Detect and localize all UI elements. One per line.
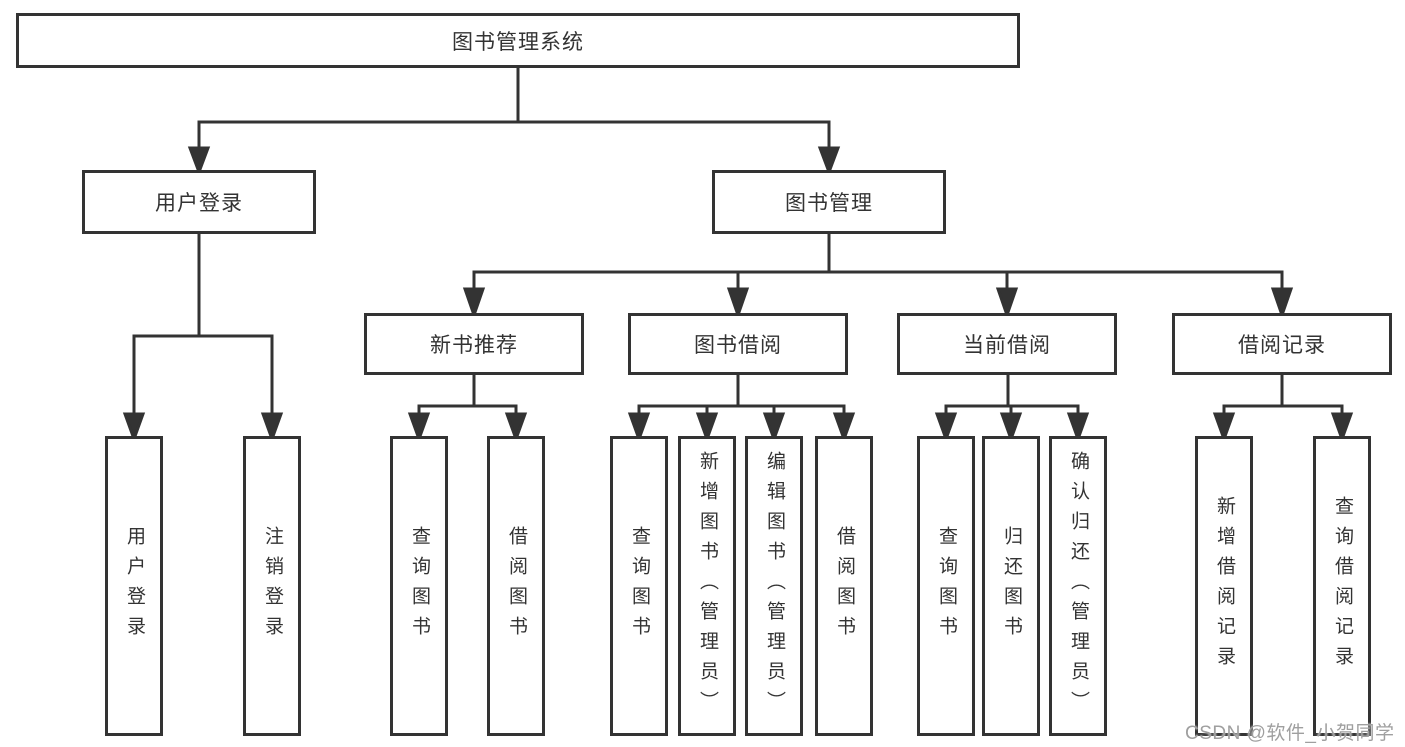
node-current-borrowing: 当前借阅 <box>897 313 1117 375</box>
arrowhead <box>1330 412 1354 444</box>
leaf-user-login: 用户登录 <box>105 436 163 736</box>
edges-user-login <box>122 232 284 444</box>
arrowhead <box>1270 287 1294 320</box>
edges-current-borrowing <box>934 373 1090 444</box>
edges-new-book-recommendation <box>407 373 528 444</box>
arrowhead <box>999 412 1023 444</box>
arrowhead <box>407 412 431 444</box>
node-book-management: 图书管理 <box>712 170 946 234</box>
arrowhead <box>260 412 284 444</box>
arrowhead <box>995 287 1019 320</box>
leaf-borrow-books-borrowing: 借阅图书 <box>815 436 873 736</box>
node-library-system: 图书管理系统 <box>16 13 1020 68</box>
edges-borrowing-records <box>1212 373 1354 444</box>
node-user-login: 用户登录 <box>82 170 316 234</box>
arrowhead <box>504 412 528 444</box>
arrowhead <box>762 412 786 444</box>
node-new-book-recommendation: 新书推荐 <box>364 313 584 375</box>
edges-root <box>187 66 841 177</box>
arrowhead <box>817 146 841 177</box>
leaf-logout: 注销登录 <box>243 436 301 736</box>
leaf-add-book-admin: 新增图书（管理员） <box>678 436 736 736</box>
watermark: CSDN @软件_小贺同学 <box>1185 723 1395 744</box>
arrowhead <box>462 287 486 320</box>
edges-book-borrowing <box>627 373 856 444</box>
node-book-borrowing: 图书借阅 <box>628 313 848 375</box>
node-borrowing-records: 借阅记录 <box>1172 313 1392 375</box>
leaf-query-books-borrowing: 查询图书 <box>610 436 668 736</box>
arrowhead <box>187 146 211 177</box>
arrowhead <box>726 287 750 320</box>
leaf-edit-book-admin: 编辑图书（管理员） <box>745 436 803 736</box>
leaf-confirm-return-admin: 确认归还（管理员） <box>1049 436 1107 736</box>
leaf-query-books-current: 查询图书 <box>917 436 975 736</box>
arrowhead <box>695 412 719 444</box>
arrowhead <box>627 412 651 444</box>
arrowhead <box>122 412 146 444</box>
leaf-query-borrow-record: 查询借阅记录 <box>1313 436 1371 736</box>
arrowhead <box>1066 412 1090 444</box>
leaf-return-books: 归还图书 <box>982 436 1040 736</box>
leaf-add-borrow-record: 新增借阅记录 <box>1195 436 1253 736</box>
leaf-query-books-recommend: 查询图书 <box>390 436 448 736</box>
edges-book-management <box>462 232 1294 320</box>
arrowhead <box>832 412 856 444</box>
arrowhead <box>934 412 958 444</box>
arrowhead <box>1212 412 1236 444</box>
leaf-borrow-books-recommend: 借阅图书 <box>487 436 545 736</box>
